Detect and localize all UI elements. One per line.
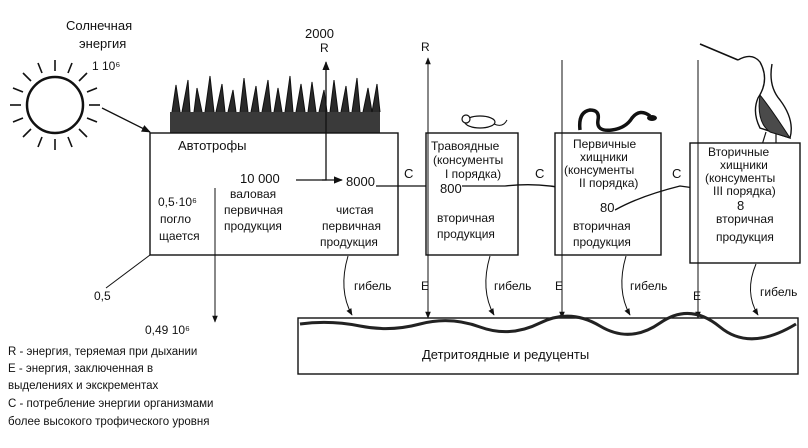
secondary-predators-production-2: продукция — [716, 230, 774, 244]
soil-texture — [299, 311, 797, 341]
gross-production-label-2: первичная — [224, 203, 283, 217]
secondary-predators-label-3: (консументы — [705, 171, 775, 185]
consumption-label-2: C — [535, 166, 544, 181]
primary-predators-death-label: гибель — [630, 279, 667, 293]
herbivores-box — [425, 132, 519, 256]
net-production-value: 8000 — [346, 174, 375, 189]
secondary-predators-label-2: хищники — [720, 158, 768, 172]
detritus-box — [297, 317, 799, 375]
primary-predators-value: 80 — [600, 200, 614, 215]
absorbed-energy-label-2: щается — [159, 229, 200, 243]
herbivores-death-arrow — [485, 255, 495, 316]
primary-predators-e-label: E — [555, 279, 563, 293]
herbivores-production-1: вторичная — [437, 211, 495, 225]
gross-production-value: 10 000 — [240, 171, 280, 186]
herbivores-label-3: I порядка) — [445, 167, 501, 181]
autotrophs-box — [149, 132, 399, 256]
primary-predators-production-1: вторичная — [573, 219, 631, 233]
secondary-predators-production-1: вторичная — [716, 212, 774, 226]
primary-predators-label-3: (консументы — [564, 163, 634, 177]
secondary-predators-box — [689, 142, 801, 264]
legend-line-2: Е - энергия, заключенная в — [8, 363, 153, 375]
consumption-label-1: C — [404, 166, 413, 181]
herbivores-label-2: (консументы — [433, 153, 503, 167]
net-production-label-2: первичная — [322, 219, 381, 233]
herbivores-value: 800 — [440, 181, 462, 196]
absorbed-energy-label-1: погло — [160, 212, 191, 226]
autotrophs-death-arrow — [343, 255, 353, 316]
primary-predators-label-1: Первичные — [573, 137, 637, 151]
primary-predators-production-2: продукция — [573, 235, 631, 249]
legend-line-4: С - потребление энергии организмами — [8, 398, 213, 410]
autotrophs-r-label: R — [320, 41, 329, 55]
sun-label-1: Солнечная — [66, 18, 132, 33]
secondary-predators-label-4: III порядка) — [713, 184, 776, 198]
secondary-predators-label-1: Вторичные — [708, 145, 770, 159]
sun-energy-value: 1 10⁶ — [92, 59, 120, 73]
primary-predators-label-4: II порядка) — [579, 176, 638, 190]
herbivores-label-1: Травоядные — [431, 139, 500, 153]
reflected-energy-value: 0,5 — [94, 289, 111, 303]
primary-predators-death-arrow — [621, 255, 631, 316]
autotrophs-title: Автотрофы — [178, 138, 247, 153]
net-production-label-3: продукция — [320, 235, 378, 249]
consumption-label-3: C — [672, 166, 681, 181]
legend-line-3: выделениях и экскрементах — [8, 380, 159, 392]
legend-line-5: более высокого трофического уровня — [8, 416, 209, 428]
legend: R - энергия, теряемая при дыхании Е - эн… — [8, 346, 213, 428]
herbivores-e-label: E — [421, 279, 429, 293]
herbivores-death-label: гибель — [494, 279, 531, 293]
respiration-value: 2000 — [305, 26, 334, 41]
respiration-arrow — [322, 61, 330, 181]
detritus-label: Детритоядные и редуценты — [422, 347, 589, 362]
primary-predators-label-2: хищники — [580, 150, 628, 164]
primary-predators-box — [554, 132, 662, 256]
autotrophs-death-label: гибель — [354, 279, 391, 293]
herbivores-r-label: R — [421, 40, 430, 54]
gross-production-label-1: валовая — [230, 187, 276, 201]
secondary-predators-death-label: гибель — [760, 285, 797, 299]
unused-energy-value: 0,49 10⁶ — [145, 323, 190, 337]
sun-to-autotrophs-arrow — [101, 107, 151, 133]
legend-line-1: R - энергия, теряемая при дыхании — [8, 346, 197, 358]
sun-icon — [10, 60, 100, 150]
absorbed-energy-value: 0,5·10⁶ — [158, 195, 197, 209]
reflected-energy-line — [105, 254, 151, 289]
grass-icon — [170, 75, 381, 134]
heron-icon — [699, 43, 792, 146]
secondary-predators-value: 8 — [737, 198, 744, 213]
sun-label-2: энергия — [79, 36, 126, 51]
herbivores-production-2: продукция — [437, 227, 495, 241]
secondary-predators-e-label: E — [693, 289, 701, 303]
rodent-icon — [461, 114, 508, 129]
snake-icon — [577, 108, 657, 133]
secondary-predators-death-arrow — [750, 263, 759, 316]
net-production-label-1: чистая — [336, 203, 374, 217]
gross-production-label-3: продукция — [224, 219, 282, 233]
